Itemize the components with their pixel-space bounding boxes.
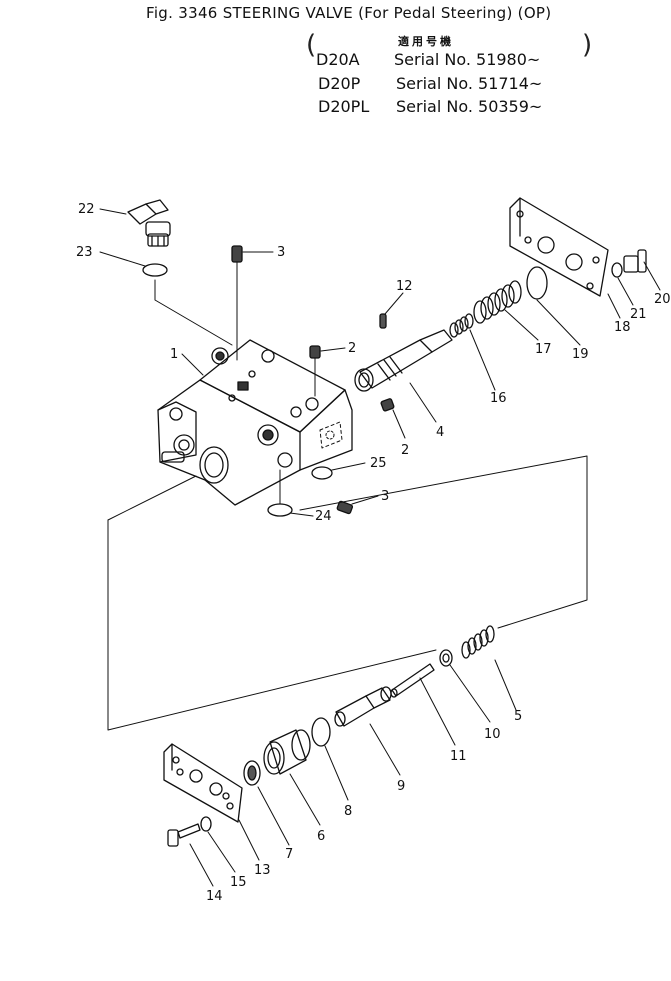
serial-number: Serial No. 51980~ <box>394 50 541 69</box>
callout-17: 17 <box>535 342 552 357</box>
part-2-plug-upper <box>309 345 321 397</box>
callout-2-upper: 2 <box>348 341 356 356</box>
part-13-cover-plate <box>163 743 243 823</box>
part-12-pin <box>379 313 387 329</box>
model-label: D20P <box>318 74 361 93</box>
part-9-spool <box>334 686 392 727</box>
callout-10: 10 <box>484 727 501 742</box>
assembly-line-right <box>299 455 588 629</box>
part-24-o-ring <box>267 503 293 517</box>
serial-row-d20a: D20A Serial No. 51980~ <box>316 50 540 69</box>
part-14-bolt <box>167 823 201 847</box>
assembly-leader-23 <box>154 279 233 346</box>
callout-25: 25 <box>370 456 387 471</box>
callout-2-lower: 2 <box>401 443 409 458</box>
callout-1: 1 <box>170 347 178 362</box>
part-8-o-ring <box>311 717 331 747</box>
part-23-o-ring <box>142 263 168 277</box>
callout-15: 15 <box>230 875 247 890</box>
part-7-seal <box>243 760 261 786</box>
callout-3-lower: 3 <box>381 489 389 504</box>
left-parenthesis: ( <box>306 30 317 60</box>
callout-24: 24 <box>315 509 332 524</box>
model-label: D20PL <box>318 97 370 116</box>
part-3-plug-lower <box>336 500 354 515</box>
callout-16: 16 <box>490 391 507 406</box>
model-label: D20A <box>316 50 360 69</box>
callout-22: 22 <box>78 202 95 217</box>
callout-6: 6 <box>317 829 325 844</box>
part-2-plug-lower <box>380 398 395 412</box>
part-21-washer <box>611 262 623 278</box>
callout-11: 11 <box>450 749 467 764</box>
assembly-line-bottom <box>107 519 437 731</box>
part-10-washer <box>439 649 453 667</box>
part-19-o-ring <box>526 266 548 300</box>
figure-title: Fig. 3346 STEERING VALVE (For Pedal Stee… <box>146 4 552 22</box>
callout-20: 20 <box>654 292 671 307</box>
part-16-spring <box>449 313 474 338</box>
serial-row-d20pl: D20PL Serial No. 50359~ <box>318 97 542 116</box>
applicability-label: 適用号機 <box>398 35 454 48</box>
part-22-elbow-fitting <box>127 199 171 247</box>
callout-9: 9 <box>397 779 405 794</box>
part-5-spring <box>461 625 495 659</box>
assembly-line-left <box>107 475 197 521</box>
callout-13: 13 <box>254 863 271 878</box>
callout-4: 4 <box>436 425 444 440</box>
part-6-piston <box>263 729 311 775</box>
part-3-plug-top <box>231 245 243 361</box>
callout-12: 12 <box>396 279 413 294</box>
serial-number: Serial No. 50359~ <box>396 97 543 116</box>
part-15-washer <box>200 816 212 832</box>
callout-14: 14 <box>206 889 223 904</box>
callout-21: 21 <box>630 307 647 322</box>
callout-labels: 22 23 3 1 2 12 2 4 25 3 24 16 17 19 18 2… <box>76 202 671 904</box>
callout-8: 8 <box>344 804 352 819</box>
right-parenthesis: ) <box>582 30 593 60</box>
part-20-bolt <box>623 249 647 273</box>
callout-3-top: 3 <box>277 245 285 260</box>
part-1-valve-body <box>157 339 353 506</box>
callout-7: 7 <box>285 847 293 862</box>
serial-row-d20p: D20P Serial No. 51714~ <box>318 74 542 93</box>
callout-18: 18 <box>614 320 631 335</box>
part-25-o-ring <box>311 466 333 480</box>
part-4-sleeve <box>354 329 453 392</box>
callout-5: 5 <box>514 709 522 724</box>
part-17-spring <box>473 280 522 324</box>
serial-number: Serial No. 51714~ <box>396 74 543 93</box>
leader-lines <box>99 208 661 887</box>
callout-19: 19 <box>572 347 589 362</box>
part-18-cover-plate <box>509 197 609 297</box>
callout-23: 23 <box>76 245 93 260</box>
